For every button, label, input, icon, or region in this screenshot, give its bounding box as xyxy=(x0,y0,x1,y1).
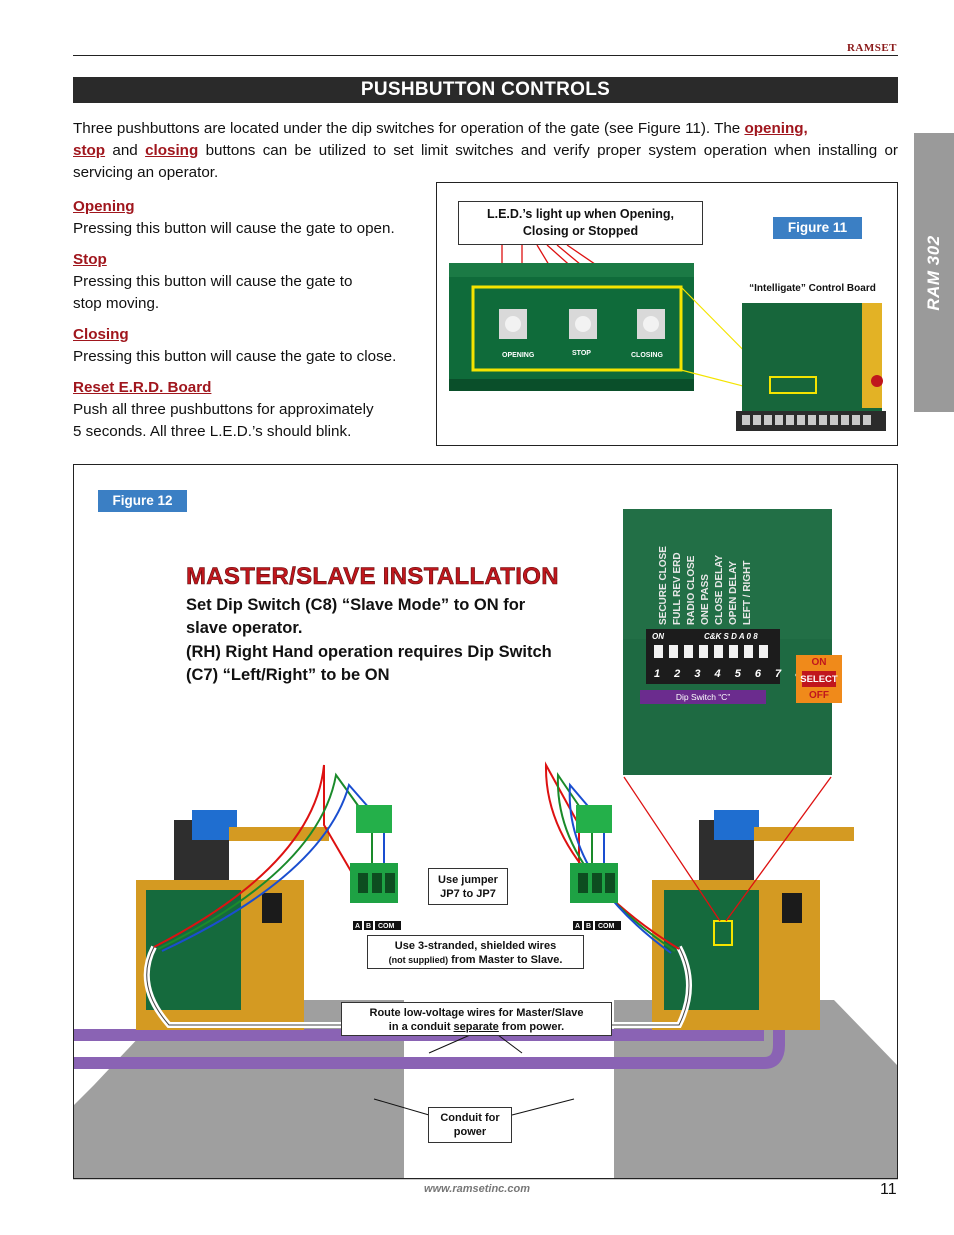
instruction-line-1: Set Dip Switch (C8) “Slave Mode” to ON f… xyxy=(186,596,526,614)
footer-rule xyxy=(73,1179,898,1180)
page-number: 11 xyxy=(880,1181,897,1198)
led-callout-line-1: L.E.D.’s light up when Opening, xyxy=(486,207,675,221)
btn-label-opening: OPENING xyxy=(502,352,535,359)
dip-switch-body xyxy=(646,629,780,684)
wires-not-supplied: (not supplied) xyxy=(388,955,449,965)
dip-fn-3: RADIO CLOSE xyxy=(686,555,697,625)
brand-name: RAMSET xyxy=(846,42,897,54)
select-on: ON xyxy=(812,657,827,668)
stop-link[interactable]: stop xyxy=(73,142,106,159)
btn-label-stop: STOP xyxy=(572,350,591,357)
closing-link[interactable]: closing xyxy=(145,142,199,159)
small-board-photo xyxy=(742,303,882,413)
ground-right xyxy=(614,1000,897,1178)
figure-11-label: Figure 11 xyxy=(773,217,862,239)
route-line-2a: in a conduit xyxy=(388,1021,454,1033)
master-slave-illustration: A B COM A B COM SECURE CLOSE FULL REV ER… xyxy=(74,509,897,1178)
stop-heading: Stop xyxy=(73,251,107,268)
opening-link[interactable]: opening, xyxy=(744,120,808,137)
select-off: OFF xyxy=(809,690,829,701)
btn-label-closing: CLOSING xyxy=(631,352,663,359)
dip-fn-4: ONE PASS xyxy=(700,574,711,625)
intro-text-1: Three pushbuttons are located under the … xyxy=(73,120,745,137)
route-line-2b: from power. xyxy=(498,1021,565,1033)
jumper-line-1: Use jumper xyxy=(438,874,498,886)
footer-url[interactable]: www.ramsetinc.com xyxy=(424,1183,530,1195)
jumper-callout: Use jumper JP7 to JP7 xyxy=(428,868,508,905)
highlight-box xyxy=(471,285,683,372)
dip-fn-5: CLOSE DELAY xyxy=(714,554,725,625)
conduit-callout: Conduit for power xyxy=(428,1107,512,1143)
master-slave-instructions: Set Dip Switch (C8) “Slave Mode” to ON f… xyxy=(186,594,616,687)
wires-callout: Use 3-stranded, shielded wires (not supp… xyxy=(367,935,584,969)
side-tab: RAM 302 xyxy=(914,133,954,412)
instruction-line-4: (C7) “Left/Right” to be ON xyxy=(186,665,390,684)
terminal-right-b: B xyxy=(586,923,591,930)
closing-heading: Closing xyxy=(73,326,129,343)
terminal-left-b: B xyxy=(366,923,371,930)
terminal-right-com: COM xyxy=(598,923,615,930)
header-rule xyxy=(73,55,898,56)
reset-desc-2: 5 seconds. All three L.E.D.’s should bli… xyxy=(73,423,352,440)
intro-text-2: and xyxy=(105,142,146,159)
dip-caption-box xyxy=(640,690,766,704)
terminal-plug-right xyxy=(576,805,612,833)
intro-paragraph: Three pushbuttons are located under the … xyxy=(73,118,898,184)
section-title: PUSHBUTTON CONTROLS xyxy=(73,77,898,103)
dip-fn-2: FULL REV ERD xyxy=(672,552,683,625)
wires-line-2: from Master to Slave. xyxy=(448,954,563,966)
dip-on-label: ON xyxy=(652,632,664,641)
stop-desc-2: stop moving. xyxy=(73,295,160,312)
terminal-left-com: COM xyxy=(378,923,395,930)
ground-left xyxy=(74,1000,404,1178)
intro-text-3: buttons can be utilized to set limit swi… xyxy=(73,142,898,181)
dip-brand-label: C&K S D A 0 8 xyxy=(704,632,758,641)
route-line-1: Route low-voltage wires for Master/Slave xyxy=(369,1007,584,1019)
route-callout: Route low-voltage wires for Master/Slave… xyxy=(341,1002,612,1036)
figure-12-label: Figure 12 xyxy=(98,490,187,512)
figure-11: L.E.D.’s light up when Opening, Closing … xyxy=(436,182,898,446)
dip-fn-6: OPEN DELAY xyxy=(728,561,739,625)
route-separate: separate xyxy=(453,1021,499,1033)
conduit-line-2: power xyxy=(453,1126,487,1138)
side-tab-label: RAM 302 xyxy=(924,234,943,311)
closing-desc: Pressing this button will cause the gate… xyxy=(73,348,397,365)
conduit-line-1: Conduit for xyxy=(440,1112,500,1124)
power-conduit xyxy=(74,975,785,1069)
reset-desc-1: Push all three pushbuttons for approxima… xyxy=(73,401,374,418)
dip-fn-1: SECURE CLOSE xyxy=(658,546,669,625)
wires-line-1: Use 3-stranded, shielded wires xyxy=(394,940,557,952)
master-slave-title: MASTER/SLAVE INSTALLATION xyxy=(186,563,559,591)
led-callout-line-2: Closing or Stopped xyxy=(522,224,639,238)
instruction-line-3: (RH) Right Hand operation requires Dip S… xyxy=(186,642,552,661)
opening-heading: Opening xyxy=(73,198,135,215)
opening-desc: Pressing this button will cause the gate… xyxy=(73,220,395,237)
reset-heading: Reset E.R.D. Board xyxy=(73,379,212,396)
dip-numbers: 1 2 3 4 5 6 7 8 xyxy=(654,668,807,680)
figure-12: A B COM A B COM SECURE CLOSE FULL REV ER… xyxy=(73,464,898,1179)
board-illustration: OPENING STOP CLOSING xyxy=(449,244,886,431)
led-callout: L.E.D.’s light up when Opening, Closing … xyxy=(458,201,703,245)
dip-caption: Dip Switch “C” xyxy=(676,692,730,702)
stop-desc-1: Pressing this button will cause the gate… xyxy=(73,273,353,290)
instruction-line-2: slave operator. xyxy=(186,619,303,638)
dip-function-labels: SECURE CLOSE FULL REV ERD RADIO CLOSE ON… xyxy=(658,546,753,625)
terminal-right-a: A xyxy=(575,923,580,930)
button-descriptions: Opening Pressing this button will cause … xyxy=(73,196,435,443)
select-mid: SELECT xyxy=(800,674,838,685)
jumper-line-2: JP7 to JP7 xyxy=(440,888,496,900)
board-caption: “Intelligate” Control Board xyxy=(749,283,876,294)
terminal-left-a: A xyxy=(355,923,360,930)
dip-fn-7: LEFT / RIGHT xyxy=(742,561,753,625)
terminal-plug-left xyxy=(356,805,392,833)
